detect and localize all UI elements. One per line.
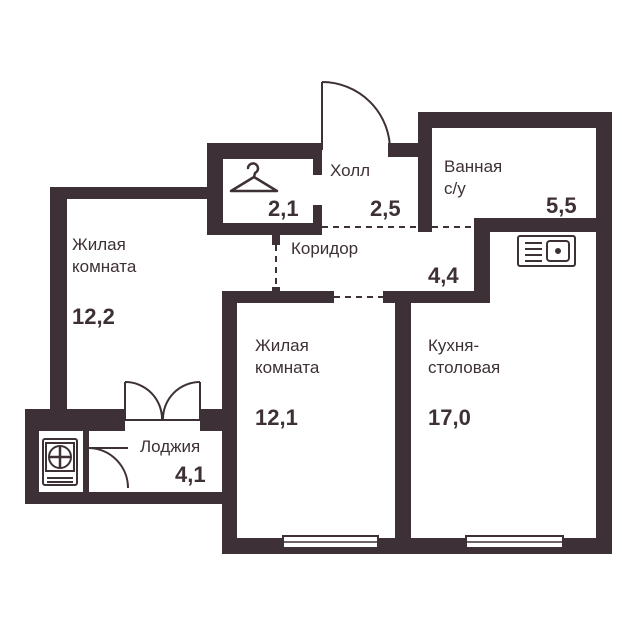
wall-wardrobe-bottom [207, 223, 317, 235]
room-name: Жилая комната [72, 235, 137, 276]
wall-loggia-divider [83, 431, 89, 496]
wall-living2-kitchen [395, 291, 411, 554]
wall-loggia-left [25, 409, 39, 504]
balcony-door-icon[interactable] [124, 381, 201, 421]
corridor-area: 4,4 [428, 263, 459, 288]
room-bathroom-label: Ванная с/у [444, 134, 502, 222]
wall-bath-top [418, 112, 608, 128]
room-name: Кухня- столовая [428, 336, 501, 377]
walls [25, 112, 612, 554]
room-area: 12,2 [72, 304, 115, 329]
wall-loggia-top-right [200, 409, 237, 431]
room-kitchen-label: Кухня- столовая 17,0 [428, 313, 500, 451]
room-living1-label: Жилая комната 12,2 [72, 212, 136, 350]
wall-kitchen-right [596, 218, 612, 554]
wall-bath-right [596, 112, 612, 232]
wall-living2-top [234, 291, 334, 303]
wall-living1-top [50, 187, 215, 199]
wall-wardrobe-top [207, 143, 322, 159]
wall-loggia-top-left [25, 409, 125, 431]
hall-area: 2,5 [370, 196, 401, 221]
ac-unit-icon [42, 438, 78, 486]
entrance-door-icon[interactable] [321, 81, 391, 151]
room-name: Жилая комната [255, 336, 320, 377]
wall-corridor-right [474, 218, 490, 303]
corridor-name: Коридор [291, 239, 359, 258]
loggia-area: 4,1 [175, 462, 206, 487]
wall-bath-left [418, 112, 432, 232]
wall-wardrobe-left [207, 143, 223, 235]
zone-lines [275, 226, 474, 298]
loggia-name: Лоджия [140, 437, 201, 456]
hall-name: Холл [330, 161, 371, 180]
room-area: 12,1 [255, 405, 298, 430]
room-name: Ванная с/у [444, 157, 503, 198]
room-living2-label: Жилая комната 12,1 [255, 313, 319, 451]
wall-corridor-stub-low [272, 287, 280, 295]
hanger-icon [229, 162, 279, 193]
loggia-door-icon[interactable] [88, 447, 129, 489]
wall-wardrobe-right-low [313, 205, 322, 235]
bathroom-area: 5,5 [546, 193, 577, 218]
windows [282, 535, 564, 549]
wall-living1-left [50, 187, 67, 409]
room-area: 17,0 [428, 405, 471, 430]
wardrobe-area: 2,1 [268, 196, 299, 221]
wall-wardrobe-right [313, 143, 322, 175]
wall-loggia-bottom [25, 492, 237, 504]
wall-corridor-stub-top [272, 235, 280, 245]
wall-bath-bottom [474, 218, 612, 232]
sink-icon [517, 235, 576, 267]
